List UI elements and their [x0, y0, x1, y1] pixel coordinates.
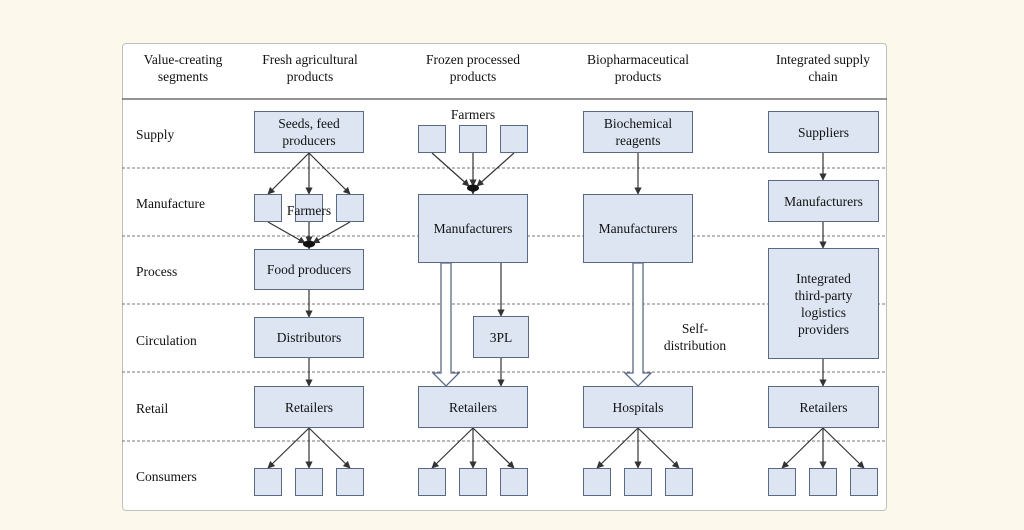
farmers-label-frozen: Farmers: [450, 107, 496, 122]
suppliers-box: Suppliers: [768, 111, 879, 153]
farmer-box: [336, 194, 364, 222]
arrow: [312, 221, 351, 244]
row-label-retail: Retail: [136, 401, 169, 416]
farmer-box: [500, 125, 528, 153]
consumer-box: [583, 468, 611, 496]
arrow: [431, 427, 474, 469]
farmers-label-fresh: Farmers: [286, 203, 332, 218]
arrow: [476, 152, 515, 187]
consumer-box: [850, 468, 878, 496]
arrow: [637, 427, 680, 469]
farmer-box: [418, 125, 446, 153]
consumer-box: [459, 468, 487, 496]
3pl-box: 3PL: [473, 316, 529, 358]
distributors-box: Distributors: [254, 317, 364, 358]
farmer-box: [254, 194, 282, 222]
retailers-box-integrated: Retailers: [768, 386, 879, 428]
consumer-box: [295, 468, 323, 496]
row-label-circulation: Circulation: [136, 333, 197, 348]
seeds-feed-producers-box: Seeds, feed producers: [254, 111, 364, 153]
figure-panel: [122, 43, 887, 511]
arrow: [308, 152, 351, 195]
retailers-box-fresh: Retailers: [254, 386, 364, 428]
row-label-process: Process: [136, 264, 178, 279]
biochemical-reagents-box: Biochemical reagents: [583, 111, 693, 153]
consumer-box: [624, 468, 652, 496]
food-producers-box: Food producers: [254, 249, 364, 290]
arrow: [267, 221, 306, 244]
manufacturers-box-integrated: Manufacturers: [768, 180, 879, 222]
consumer-box: [418, 468, 446, 496]
consumer-box: [768, 468, 796, 496]
arrow: [267, 427, 310, 469]
arrow: [822, 427, 865, 469]
arrow: [308, 427, 351, 469]
row-label-manufacture: Manufacture: [136, 196, 205, 211]
consumer-box: [809, 468, 837, 496]
manufacturers-box-frozen: Manufacturers: [418, 194, 528, 263]
self-distribution-label: Self-distribution: [663, 321, 727, 353]
hollow-arrow-bio: [623, 262, 653, 387]
row-label-consumers: Consumers: [136, 469, 197, 484]
consumer-box: [665, 468, 693, 496]
farmer-box: [295, 194, 323, 222]
junction-dot: [303, 240, 315, 248]
junction-dot: [467, 184, 479, 192]
consumer-box: [254, 468, 282, 496]
arrow: [596, 427, 639, 469]
hollow-arrow-frozen: [431, 262, 461, 387]
arrow: [431, 152, 470, 187]
arrow: [472, 427, 515, 469]
arrow: [781, 427, 824, 469]
integrated-3pl-box: Integrated third-party logistics provide…: [768, 248, 879, 359]
row-label-supply: Supply: [136, 127, 175, 142]
farmer-box: [459, 125, 487, 153]
manufacturers-box-bio: Manufacturers: [583, 194, 693, 263]
consumer-box: [500, 468, 528, 496]
retailers-box-frozen: Retailers: [418, 386, 528, 428]
hospitals-box: Hospitals: [583, 386, 693, 428]
arrow: [267, 152, 310, 195]
consumer-box: [336, 468, 364, 496]
